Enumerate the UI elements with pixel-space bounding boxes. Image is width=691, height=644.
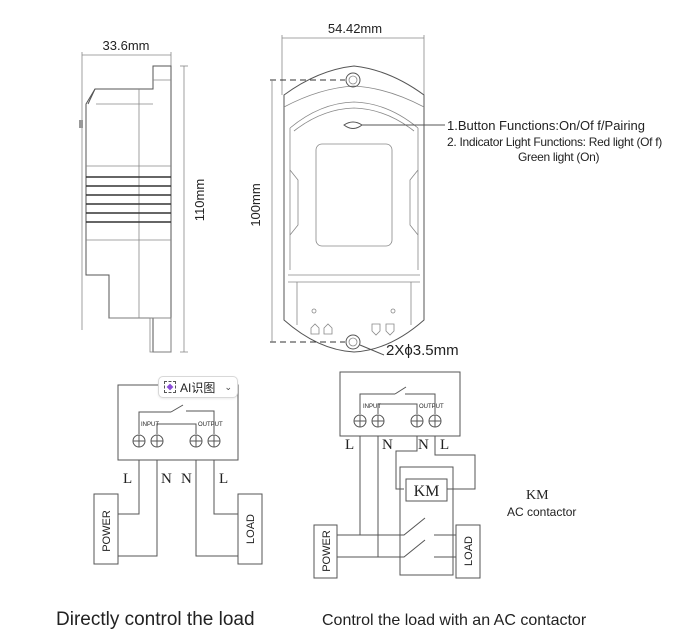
direct-wire-L-out xyxy=(213,460,238,515)
front-arch-inner xyxy=(293,107,415,132)
button-functions-text: 1.Button Functions:On/Of f/Pairing xyxy=(447,118,645,133)
terminal-markers xyxy=(310,323,395,336)
front-view: 54.42mm 100m xyxy=(248,21,459,359)
km-legend-title: KM xyxy=(526,488,549,503)
contactor-load-box xyxy=(455,524,481,579)
contactor-wire-L-coil xyxy=(434,436,476,490)
side-fins xyxy=(86,165,171,241)
indicator-green-text: Green light (On) xyxy=(518,150,600,164)
front-arch-outer xyxy=(289,101,419,129)
contactor-wire-label-N1: N xyxy=(382,437,393,453)
front-width-label: 54.42mm xyxy=(328,21,382,36)
contactor-wire-label-L2: L xyxy=(440,437,449,453)
mounting-hole-top-inner xyxy=(348,75,358,85)
mounting-hole-top xyxy=(345,72,361,88)
km-coil-label: KM xyxy=(414,483,440,500)
direct-caption: Directly control the load xyxy=(56,609,255,630)
side-button-nub xyxy=(79,120,83,128)
direct-neutral-bridge xyxy=(156,423,197,434)
side-width-label: 33.6mm xyxy=(103,38,150,53)
ai-button-label: AI识图 xyxy=(180,380,216,395)
direct-power-box xyxy=(93,493,119,565)
direct-wire-label-L2: L xyxy=(219,471,228,487)
contactor-switch-box xyxy=(339,371,461,437)
contactor-neutral-bridge xyxy=(377,403,418,414)
front-label-window xyxy=(315,143,393,247)
ai-image-recognition-button[interactable]: AI识图 ⌄ xyxy=(158,376,238,398)
side-bottom-tab xyxy=(149,317,172,353)
km-coil-box xyxy=(405,478,448,502)
side-height-label: 110mm xyxy=(192,179,207,221)
front-top-band xyxy=(283,85,425,108)
hole-leader-line xyxy=(359,344,385,356)
contactor-input-label: INPUT xyxy=(363,404,381,410)
km-legend-desc: AC contactor xyxy=(507,505,576,519)
direct-power-label: POWER xyxy=(101,510,113,552)
direct-input-wire xyxy=(138,411,171,434)
contactor-load-label: LOAD xyxy=(463,536,475,566)
mounting-hole-bottom-inner xyxy=(348,337,358,347)
contactor-power-box xyxy=(313,524,338,579)
direct-output-wire xyxy=(186,410,215,434)
direct-wire-N-in xyxy=(118,460,158,557)
contactor-wire-label-N2: N xyxy=(418,437,429,453)
contactor-caption: Control the load with an AC contactor xyxy=(322,612,587,629)
chevron-down-icon[interactable]: ⌄ xyxy=(224,381,232,392)
ai-scan-icon xyxy=(164,381,176,393)
contactor-wire-label-L1: L xyxy=(345,437,354,453)
direct-wire-label-N2: N xyxy=(181,471,192,487)
wiring-contactor: INPUT OUTPUT L N N L KM POWER LOAD KM xyxy=(313,371,587,629)
contactor-main-contact-2 xyxy=(337,539,426,558)
side-body-edge xyxy=(87,88,96,105)
side-body-outline xyxy=(85,65,172,353)
front-screw-right xyxy=(390,308,396,314)
direct-input-label: INPUT xyxy=(141,422,159,428)
contactor-switch-contact xyxy=(394,386,407,395)
ac-contactor-body xyxy=(399,466,454,576)
contactor-terminals xyxy=(353,414,442,428)
direct-load-label: LOAD xyxy=(245,514,257,544)
front-body-outline xyxy=(283,65,425,353)
direct-terminals xyxy=(132,434,221,448)
direct-switch-contact xyxy=(170,404,184,413)
direct-output-label: OUTPUT xyxy=(198,422,223,428)
front-screw-left xyxy=(311,308,317,314)
direct-wire-L-in xyxy=(118,460,140,515)
wiring-direct: INPUT OUTPUT L N N L POWER LOAD Directly… xyxy=(56,384,263,630)
direct-wire-label-L1: L xyxy=(123,471,132,487)
front-left-grip xyxy=(289,169,299,236)
direct-wire-N-out xyxy=(195,460,238,557)
contactor-output-wire xyxy=(405,393,436,414)
contactor-main-contact-1 xyxy=(337,517,426,536)
hole-size-label: 2Xϕ3.5mm xyxy=(386,342,459,359)
indicator-functions-text: 2. Indicator Light Functions: Red light … xyxy=(447,135,662,149)
pairing-button xyxy=(343,121,363,129)
front-right-grip xyxy=(409,169,419,236)
direct-load-box xyxy=(237,493,263,565)
side-view: 33.6mm 110mm xyxy=(79,38,207,353)
mounting-hole-bottom xyxy=(345,334,361,350)
contactor-wire-N-coil xyxy=(395,436,418,490)
front-height-label: 100mm xyxy=(248,183,263,226)
contactor-input-wire xyxy=(359,393,395,414)
direct-wire-label-N1: N xyxy=(161,471,172,487)
contactor-power-label: POWER xyxy=(321,530,333,572)
contactor-output-label: OUTPUT xyxy=(419,404,444,410)
